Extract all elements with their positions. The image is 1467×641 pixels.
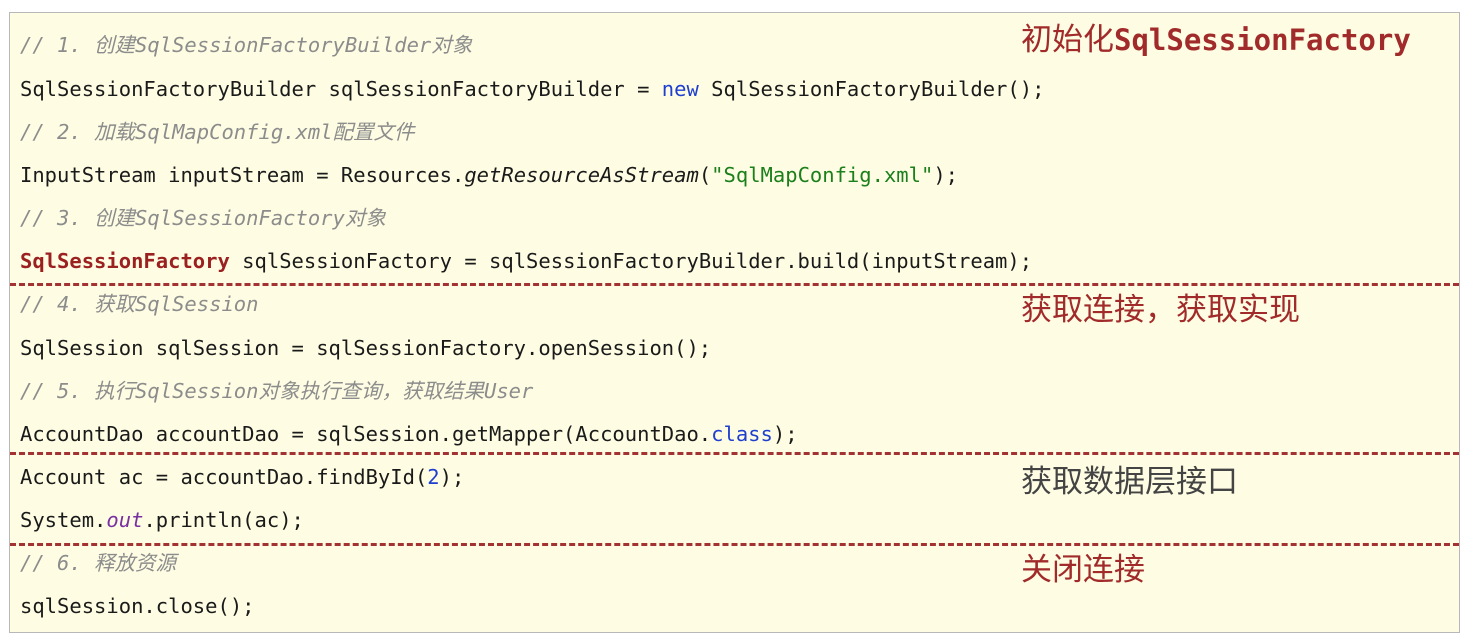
code-line-factory: SqlSessionFactory sqlSessionFactory = sq…	[20, 246, 1032, 276]
code-comment-6: // 6. 释放资源	[20, 551, 177, 575]
code-line-findbyid: Account ac = accountDao.findById(2);	[20, 462, 464, 492]
code-comment-3: // 3. 创建SqlSessionFactory对象	[20, 206, 386, 230]
code-text: );	[933, 163, 959, 187]
code-text: SqlSessionFactoryBuilder();	[698, 77, 1045, 101]
number-literal: 2	[427, 465, 440, 489]
section-divider-3	[10, 543, 1459, 546]
annotation-dao-interface: 获取数据层接口	[1021, 464, 1238, 500]
code-text: InputStream inputStream = Resources.	[20, 163, 465, 187]
code-comment-4: // 4. 获取SqlSession	[20, 292, 259, 316]
code-text: (	[698, 163, 712, 187]
code-line-inputstream: InputStream inputStream = Resources.getR…	[20, 160, 958, 190]
string-literal: "SqlMapConfig.xml"	[711, 163, 934, 187]
code-line-opensession: SqlSession sqlSession = sqlSessionFactor…	[20, 336, 712, 360]
code-line-println: System.out.println(ac);	[20, 505, 304, 535]
code-text: .println(ac);	[143, 508, 304, 532]
annotation-close-connection: 关闭连接	[1021, 552, 1145, 588]
annotation-init-factory: 初始化SqlSessionFactory	[1021, 20, 1411, 60]
keyword-class: class	[711, 422, 773, 446]
code-comment-2: // 2. 加载SqlMapConfig.xml配置文件	[20, 120, 415, 144]
section-divider-1	[10, 283, 1459, 286]
code-line-builder: SqlSessionFactoryBuilder sqlSessionFacto…	[20, 74, 1044, 104]
code-text: AccountDao accountDao = sqlSession.getMa…	[20, 422, 712, 446]
keyword-new: new	[661, 77, 699, 101]
code-panel: // 1. 创建SqlSessionFactoryBuilder对象 SqlSe…	[9, 12, 1460, 633]
annotation-get-connection: 获取连接，获取实现	[1021, 292, 1300, 328]
section-divider-2	[10, 452, 1459, 455]
code-text: sqlSessionFactory = sqlSessionFactoryBui…	[229, 249, 1033, 273]
code-comment-5: // 5. 执行SqlSession对象执行查询，获取结果User	[20, 379, 534, 403]
code-text: System.	[20, 508, 107, 532]
code-text: );	[772, 422, 798, 446]
code-line-getmapper: AccountDao accountDao = sqlSession.getMa…	[20, 419, 798, 449]
static-field-out: out	[106, 508, 144, 532]
highlighted-type: SqlSessionFactory	[20, 249, 230, 273]
annotation-init-mono: SqlSessionFactory	[1114, 23, 1411, 57]
code-text: SqlSessionFactoryBuilder sqlSessionFacto…	[20, 77, 662, 101]
code-text: );	[439, 465, 465, 489]
code-text: Account ac = accountDao.findById(	[20, 465, 428, 489]
static-method: getResourceAsStream	[464, 163, 699, 187]
code-line-close: sqlSession.close();	[20, 594, 255, 618]
code-comment-1: // 1. 创建SqlSessionFactoryBuilder对象	[20, 33, 473, 57]
annotation-init-prefix: 初始化	[1021, 22, 1114, 58]
